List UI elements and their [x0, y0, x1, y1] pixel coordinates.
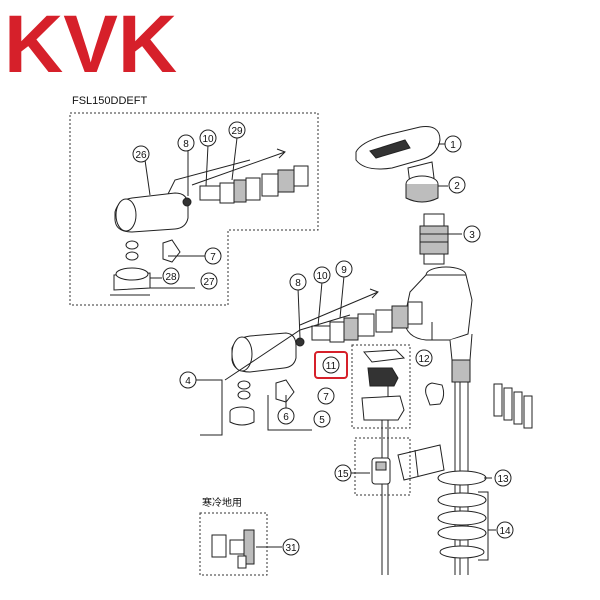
svg-text:6: 6 [283, 412, 289, 423]
svg-text:8: 8 [183, 139, 189, 150]
part-11-dashed-frame [351, 344, 411, 429]
cold-region-label: 寒冷地用 [202, 496, 242, 509]
model-label: FSL150DDEFT [72, 95, 147, 107]
callout-8-upper: 8 [177, 134, 195, 152]
mounting-parts [397, 444, 489, 561]
part-15-dashed-frame [354, 437, 411, 496]
svg-text:5: 5 [319, 415, 325, 426]
svg-text:7: 7 [210, 252, 216, 263]
cap-nut [405, 175, 439, 203]
svg-text:7: 7 [323, 392, 329, 403]
part-11-holder [361, 349, 406, 421]
cold-region-dashed-frame [199, 512, 268, 576]
svg-text:15: 15 [337, 469, 349, 480]
callout-2: 2 [448, 176, 466, 194]
svg-text:8: 8 [295, 278, 301, 289]
svg-text:2: 2 [454, 181, 460, 192]
svg-text:26: 26 [135, 150, 147, 161]
battery-case [425, 382, 445, 406]
part-11-highlight-box [314, 351, 348, 379]
kvk-logo: KVK [4, 0, 177, 90]
svg-text:10: 10 [202, 134, 214, 145]
callout-9: 9 [335, 260, 353, 278]
fsl150ddeft-dashed-frame [69, 112, 319, 306]
part-15-clamp [371, 457, 391, 485]
faucet-lever-handle [355, 126, 441, 185]
callout-14: 14 [496, 521, 514, 539]
svg-text:4: 4 [185, 376, 191, 387]
lower-shower-head-assembly [195, 275, 423, 436]
svg-text:12: 12 [418, 354, 430, 365]
batteries [493, 383, 533, 429]
callout-3: 3 [463, 225, 481, 243]
callout-13: 13 [494, 469, 512, 487]
callout-11: 11 [322, 356, 340, 374]
svg-text:3: 3 [469, 230, 475, 241]
upper-shower-head-assembly [110, 137, 309, 296]
part-31-valve [211, 529, 255, 569]
svg-text:29: 29 [231, 126, 243, 137]
callout-15: 15 [334, 464, 352, 482]
callout-10-upper: 10 [199, 129, 217, 147]
callout-29: 29 [228, 121, 246, 139]
callout-5: 5 [313, 410, 331, 428]
svg-text:31: 31 [285, 543, 297, 554]
callout-26: 26 [132, 145, 150, 163]
callout-28: 28 [162, 267, 180, 285]
callout-31: 31 [282, 538, 300, 556]
svg-text:9: 9 [341, 265, 347, 276]
svg-text:27: 27 [203, 277, 215, 288]
svg-text:1: 1 [450, 140, 456, 151]
cartridge [419, 213, 449, 265]
svg-text:28: 28 [165, 272, 177, 283]
callout-1: 1 [444, 135, 462, 153]
callout-8-lower: 8 [289, 273, 307, 291]
callout-27: 27 [200, 272, 218, 290]
callout-6: 6 [277, 407, 295, 425]
svg-text:11: 11 [326, 361, 337, 372]
callout-10-lower: 10 [313, 266, 331, 284]
svg-text:10: 10 [316, 271, 328, 282]
svg-text:14: 14 [499, 526, 511, 537]
callout-7-lower: 7 [317, 387, 335, 405]
svg-text:13: 13 [497, 474, 509, 485]
callout-12: 12 [415, 349, 433, 367]
callout-7-upper: 7 [204, 247, 222, 265]
callout-4: 4 [179, 371, 197, 389]
